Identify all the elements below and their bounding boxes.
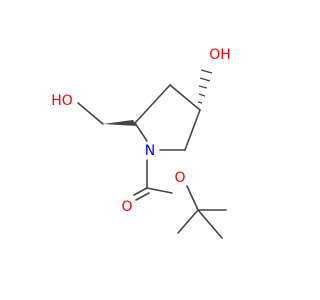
wedge-bond-c2-ch2 xyxy=(103,120,137,126)
bond-ester-o-tert-c xyxy=(186,185,199,211)
bond-ch2-oh xyxy=(77,102,104,125)
atom-label-hydroxyl: OH xyxy=(209,47,231,63)
atom-label-carbonyl-oxygen: O xyxy=(121,199,132,215)
hashed-bond-c4-oh xyxy=(197,69,213,104)
bond-ring-n-c2 xyxy=(134,122,148,142)
bond-carbonyl-double-2 xyxy=(135,192,150,201)
bond-carbonyl-ester-o xyxy=(146,187,173,194)
atom-label-ester-oxygen: O xyxy=(174,170,185,186)
molecule-structure-diagram: OH HO N O O xyxy=(51,47,231,239)
bond-ring-c4-c5 xyxy=(184,109,201,151)
bond-carbonyl-double-1 xyxy=(133,187,148,196)
atom-label-nitrogen: N xyxy=(145,143,155,159)
bond-tbu-methyl-left xyxy=(177,209,199,234)
bond-ring-c2-c3 xyxy=(134,84,171,124)
bond-tbu-methyl-down xyxy=(197,209,223,239)
bond-ring-c3-c4 xyxy=(169,84,201,111)
atom-label-hydroxymethyl: HO xyxy=(51,93,73,109)
